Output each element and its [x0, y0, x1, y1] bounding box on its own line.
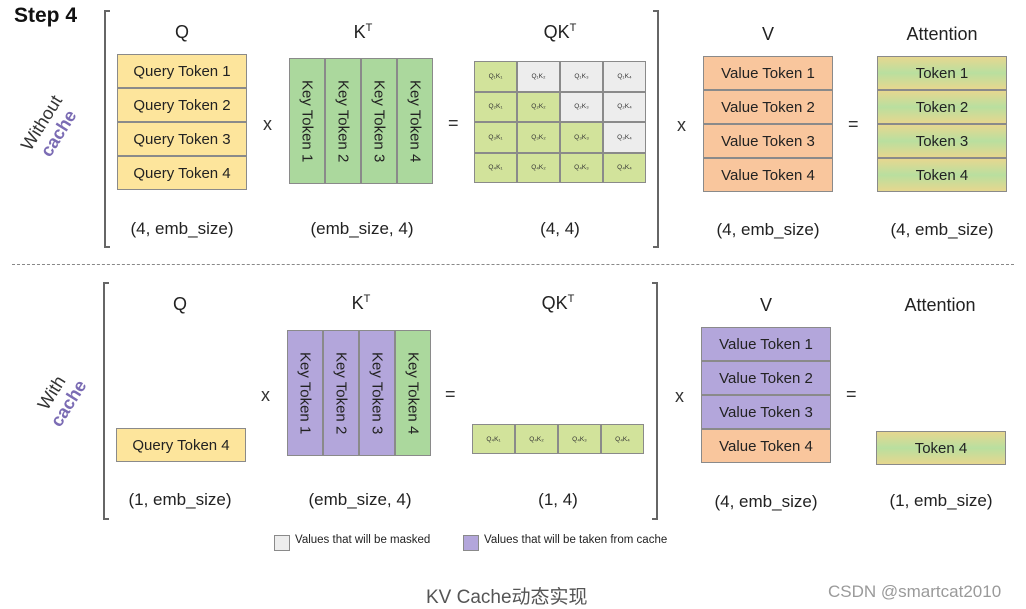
equals-operator: =: [846, 384, 857, 404]
v-matrix-bottom: Value Token 1 Value Token 2 Value Token …: [701, 327, 831, 463]
kt-header-bottom: KT: [351, 293, 371, 313]
attention-token: Token 1: [877, 56, 1007, 90]
v-dims-bottom: (4, emb_size): [714, 492, 818, 511]
qkt-cell: Q₃K₁: [474, 122, 517, 153]
query-token: Query Token 3: [117, 122, 247, 156]
query-token: Query Token 4: [117, 156, 247, 190]
key-token: Key Token 2: [325, 58, 361, 184]
multiply-operator: x: [261, 385, 270, 405]
key-token-cached: Key Token 2: [323, 330, 359, 456]
value-token: Value Token 4: [701, 429, 831, 463]
q-matrix-top: Query Token 1 Query Token 2 Query Token …: [117, 54, 247, 190]
value-token-cached: Value Token 3: [701, 395, 831, 429]
multiply-operator: x: [263, 114, 272, 134]
row-label-without-cache: Without cache: [12, 83, 88, 172]
qkt-dims-bottom: (1, 4): [538, 490, 578, 509]
value-token: Value Token 3: [703, 124, 833, 158]
attention-token: Token 4: [877, 158, 1007, 192]
qkt-cell: Q₄K₄: [603, 152, 646, 183]
qkt-cell: Q₄K₁: [474, 152, 517, 183]
kt-matrix-top: Key Token 1 Key Token 2 Key Token 3 Key …: [289, 58, 433, 184]
step-title: Step 4: [14, 4, 78, 27]
attention-token: Token 4: [876, 431, 1006, 465]
qkt-cell: Q₂K₂: [517, 91, 560, 122]
attention-matrix-top: Token 1 Token 2 Token 3 Token 4: [877, 56, 1007, 192]
q-dims-bottom: (1, emb_size): [128, 490, 232, 509]
attention-dims-top: (4, emb_size): [890, 220, 994, 239]
value-token-cached: Value Token 1: [701, 327, 831, 361]
qkt-cell: Q₄K₄: [601, 424, 644, 454]
qkt-cell: Q₃K₂: [517, 122, 560, 153]
attention-header-bottom: Attention: [904, 295, 976, 315]
v-matrix-top: Value Token 1 Value Token 2 Value Token …: [703, 56, 833, 192]
q-header-top: Q: [174, 22, 189, 42]
qkt-cell-masked: Q₁K₃: [560, 61, 603, 92]
attention-token: Token 3: [877, 124, 1007, 158]
attention-header-top: Attention: [906, 24, 978, 44]
v-dims-top: (4, emb_size): [716, 220, 820, 239]
qkt-cell-masked: Q₂K₃: [560, 91, 603, 122]
qkt-cell-masked: Q₃K₄: [603, 122, 646, 153]
value-token: Value Token 1: [703, 56, 833, 90]
query-token: Query Token 1: [117, 54, 247, 88]
right-bracket-top: [653, 10, 659, 248]
qkt-cell: Q₃K₃: [560, 122, 603, 153]
value-token: Value Token 4: [703, 158, 833, 192]
watermark: CSDN @smartcat2010: [828, 582, 1002, 601]
kt-dims-bottom: (emb_size, 4): [308, 490, 412, 509]
equals-operator: =: [448, 113, 459, 133]
q-header-bottom: Q: [172, 294, 187, 314]
key-token: Key Token 1: [289, 58, 325, 184]
legend-masked-label: Values that will be masked: [295, 534, 431, 546]
kt-dims-top: (emb_size, 4): [310, 219, 414, 238]
attention-token: Token 2: [877, 90, 1007, 124]
qkt-cell-masked: Q₂K₄: [603, 91, 646, 122]
qkt-cell: Q₄K₁: [472, 424, 515, 454]
qkt-cell: Q₄K₂: [515, 424, 558, 454]
query-token: Query Token 4: [116, 428, 246, 462]
value-token-cached: Value Token 2: [701, 361, 831, 395]
legend-cache-label: Values that will be taken from cache: [484, 534, 668, 546]
legend-cache-swatch: [463, 535, 479, 551]
figure-caption: KV Cache动态实现: [426, 587, 588, 608]
key-token: Key Token 4: [395, 330, 431, 456]
qkt-header-top: QKT: [543, 22, 577, 42]
kt-matrix-bottom: Key Token 1 Key Token 2 Key Token 3 Key …: [287, 330, 431, 456]
section-divider: [12, 264, 1014, 265]
qkt-cell: Q₄K₂: [517, 152, 560, 183]
qkt-header-bottom: QKT: [541, 293, 575, 313]
key-token: Key Token 4: [397, 58, 433, 184]
attention-dims-bottom: (1, emb_size): [889, 491, 993, 510]
row-label-with-cache: With cache: [22, 353, 98, 442]
qkt-cell: Q₁K₁: [474, 61, 517, 92]
legend-masked-swatch: [274, 535, 290, 551]
qkt-cell: Q₄K₃: [560, 152, 603, 183]
qkt-cell: Q₂K₁: [474, 91, 517, 122]
qkt-cell-masked: Q₁K₄: [603, 61, 646, 92]
left-bracket-top: [104, 10, 110, 248]
qkt-cell: Q₄K₃: [558, 424, 601, 454]
query-token: Query Token 2: [117, 88, 247, 122]
key-token-cached: Key Token 3: [359, 330, 395, 456]
qkt-cell-masked: Q₁K₂: [517, 61, 560, 92]
left-bracket-bottom: [103, 282, 109, 520]
value-token: Value Token 2: [703, 90, 833, 124]
qkt-dims-top: (4, 4): [540, 219, 580, 238]
q-dims-top: (4, emb_size): [130, 219, 234, 238]
v-header-bottom: V: [759, 295, 772, 315]
kt-header-top: KT: [353, 22, 373, 42]
equals-operator: =: [445, 384, 456, 404]
key-token-cached: Key Token 1: [287, 330, 323, 456]
v-header-top: V: [761, 24, 774, 44]
multiply-operator: x: [677, 115, 686, 135]
right-bracket-bottom: [652, 282, 658, 520]
equals-operator: =: [848, 114, 859, 134]
key-token: Key Token 3: [361, 58, 397, 184]
multiply-operator: x: [675, 386, 684, 406]
